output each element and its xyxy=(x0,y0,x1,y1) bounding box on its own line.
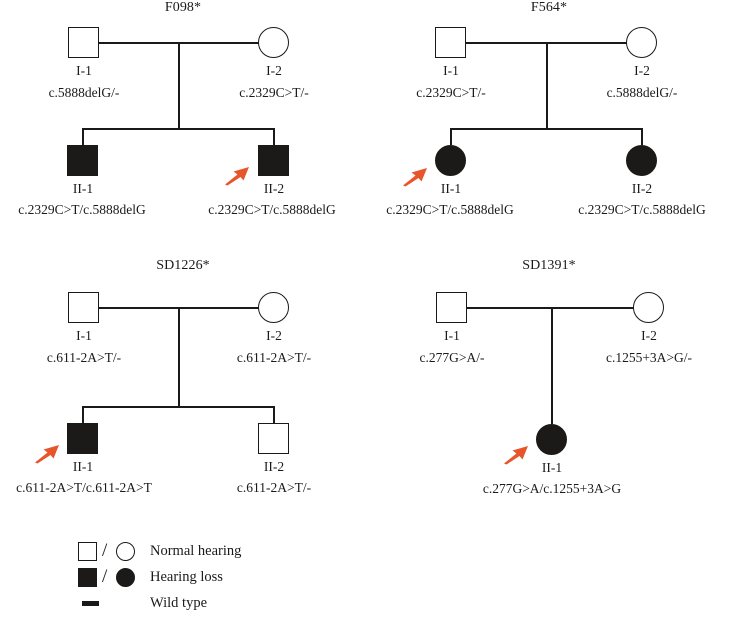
genotype-i-1: c.5888delG/- xyxy=(48,85,120,100)
genotype-ii-1: c.2329C>T/c.5888delG xyxy=(18,202,146,217)
child-stem xyxy=(82,406,84,423)
genotype-ii-2: c.2329C>T/c.5888delG xyxy=(208,202,336,217)
open-square-icon xyxy=(78,542,97,561)
individual-id-ii-1: II-1 xyxy=(72,459,94,474)
sibship-line xyxy=(82,128,274,130)
genotype-i-1: c.611-2A>T/- xyxy=(46,350,122,365)
individual-symbol-ii-1[interactable] xyxy=(435,145,466,176)
legend: / Normal hearing / Hearing loss Wild typ… xyxy=(78,540,418,618)
legend-separator-slash: / xyxy=(102,566,108,587)
child-stem xyxy=(273,128,275,145)
individual-symbol-i-2[interactable] xyxy=(258,292,289,323)
individual-symbol-i-1[interactable] xyxy=(435,27,466,58)
genotype-ii-2: c.611-2A>T/- xyxy=(236,480,312,495)
individual-symbol-ii-1[interactable] xyxy=(67,145,98,176)
individual-id-i-1: I-1 xyxy=(76,328,92,343)
individual-symbol-i-1[interactable] xyxy=(68,27,99,58)
pedigree-f098: F098* I-1 c.5888delG/- I-2 c.2329C>T/- I… xyxy=(0,0,366,250)
individual-symbol-i-1[interactable] xyxy=(436,292,467,323)
child-stem xyxy=(82,128,84,145)
individual-symbol-ii-2[interactable] xyxy=(258,423,289,454)
legend-separator-slash: / xyxy=(102,540,108,561)
individual-id-ii-1: II-1 xyxy=(541,460,563,475)
legend-row-normal-hearing: / Normal hearing xyxy=(78,540,418,566)
pedigree-f564: F564* I-1 c.2329C>T/- I-2 c.5888delG/- I… xyxy=(366,0,732,250)
genotype-i-2: c.2329C>T/- xyxy=(239,85,309,100)
genotype-ii-2: c.2329C>T/c.5888delG xyxy=(578,202,706,217)
genotype-i-1: c.2329C>T/- xyxy=(416,85,486,100)
genotype-i-2: c.5888delG/- xyxy=(606,85,678,100)
child-stem xyxy=(641,128,643,145)
legend-label-hearing-loss: Hearing loss xyxy=(150,569,223,585)
individual-symbol-ii-2[interactable] xyxy=(626,145,657,176)
legend-row-hearing-loss: / Hearing loss xyxy=(78,566,418,592)
proband-arrow-icon xyxy=(224,166,250,186)
descent-line xyxy=(178,307,180,406)
individual-symbol-ii-1[interactable] xyxy=(536,424,567,455)
genotype-ii-1: c.2329C>T/c.5888delG xyxy=(386,202,514,217)
individual-id-ii-1: II-1 xyxy=(72,181,94,196)
genotype-i-2: c.1255+3A>G/- xyxy=(605,350,693,365)
child-stem xyxy=(273,406,275,423)
individual-id-i-2: I-2 xyxy=(634,63,650,78)
individual-symbol-i-2[interactable] xyxy=(633,292,664,323)
genotype-ii-1: c.611-2A>T/c.611-2A>T xyxy=(16,480,152,495)
descent-line xyxy=(551,307,553,424)
individual-id-i-1: I-1 xyxy=(444,328,460,343)
proband-arrow-icon xyxy=(34,444,60,464)
individual-id-i-2: I-2 xyxy=(641,328,657,343)
filled-circle-icon xyxy=(116,568,135,587)
pedigree-title: F098* xyxy=(164,0,202,15)
pedigree-sd1226: SD1226* I-1 c.611-2A>T/- I-2 c.611-2A>T/… xyxy=(0,252,366,502)
individual-id-i-1: I-1 xyxy=(76,63,92,78)
individual-id-ii-1: II-1 xyxy=(440,181,462,196)
legend-label-normal-hearing: Normal hearing xyxy=(150,543,242,559)
dash-icon xyxy=(82,601,99,606)
pedigree-title: SD1226* xyxy=(156,258,210,273)
proband-arrow-icon xyxy=(503,445,529,465)
genotype-ii-1: c.277G>A/c.1255+3A>G xyxy=(482,481,622,496)
individual-symbol-ii-2[interactable] xyxy=(258,145,289,176)
sibship-line xyxy=(450,128,642,130)
individual-id-ii-2: II-2 xyxy=(631,181,653,196)
pedigree-title: SD1391* xyxy=(522,258,576,273)
individual-symbol-ii-1[interactable] xyxy=(67,423,98,454)
filled-square-icon xyxy=(78,568,97,587)
proband-arrow-icon xyxy=(402,167,428,187)
genotype-i-1: c.277G>A/- xyxy=(419,350,485,365)
child-stem xyxy=(450,128,452,145)
pedigree-sd1391: SD1391* I-1 c.277G>A/- I-2 c.1255+3A>G/-… xyxy=(366,252,732,502)
individual-id-i-2: I-2 xyxy=(266,328,282,343)
descent-line xyxy=(546,42,548,128)
genotype-i-2: c.611-2A>T/- xyxy=(236,350,312,365)
open-circle-icon xyxy=(116,542,135,561)
legend-row-wild-type: Wild type xyxy=(78,592,418,618)
individual-symbol-i-2[interactable] xyxy=(626,27,657,58)
individual-id-ii-2: II-2 xyxy=(263,459,285,474)
sibship-line xyxy=(82,406,274,408)
mating-line xyxy=(467,307,634,309)
individual-symbol-i-1[interactable] xyxy=(68,292,99,323)
individual-id-ii-2: II-2 xyxy=(263,181,285,196)
legend-label-wild-type: Wild type xyxy=(150,595,208,611)
descent-line xyxy=(178,42,180,128)
individual-id-i-2: I-2 xyxy=(266,63,282,78)
individual-symbol-i-2[interactable] xyxy=(258,27,289,58)
pedigree-title: F564* xyxy=(530,0,568,15)
individual-id-i-1: I-1 xyxy=(443,63,459,78)
